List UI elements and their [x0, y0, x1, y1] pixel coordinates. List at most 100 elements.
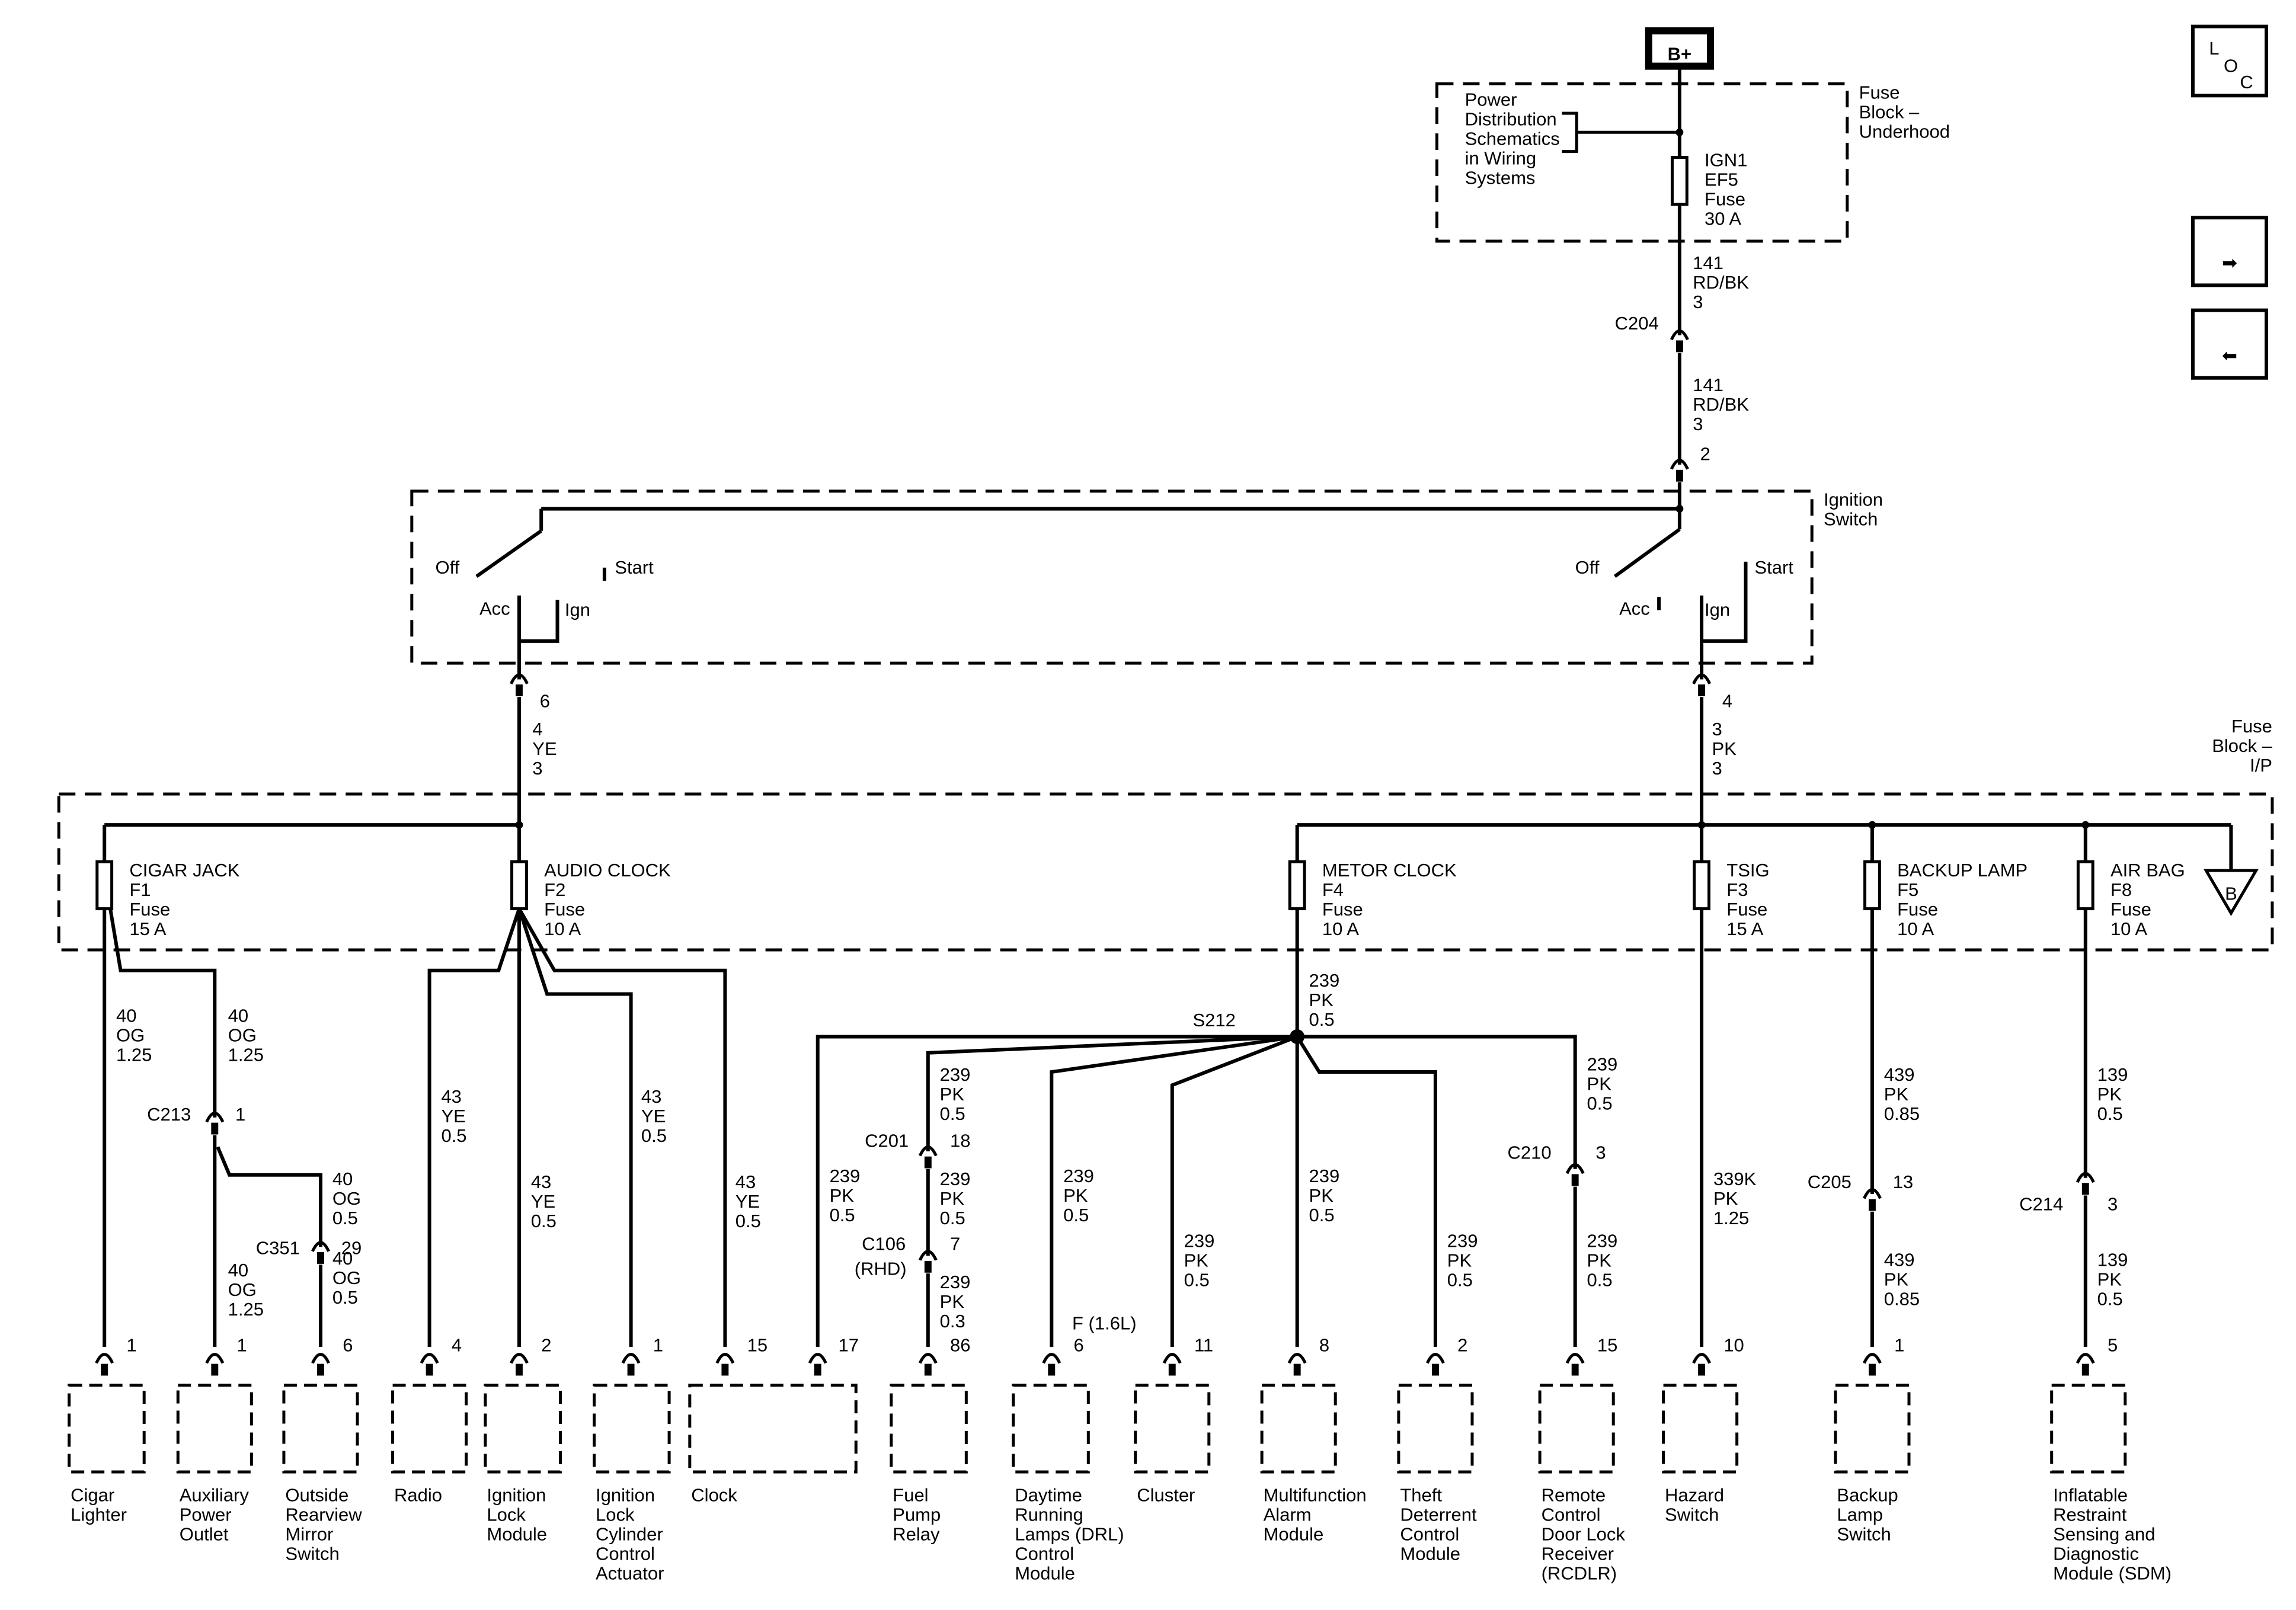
component-box-2 [176, 1384, 253, 1474]
circuit-40-og-mirror [216, 1146, 322, 1247]
c210-label: C210 [1508, 1142, 1552, 1163]
fuse-label-5-line: 10 A [1897, 918, 1934, 939]
wire-s212-theft-label-line: PK [1447, 1250, 1472, 1270]
c205-label: C205 [1808, 1172, 1851, 1192]
wire-c205-backup-label-line: PK [1884, 1269, 1909, 1290]
component-name-12-line: Module [1400, 1544, 1460, 1564]
connector-cup [1670, 459, 1689, 470]
wire-f2-actuator-label-line: 0.5 [641, 1125, 667, 1146]
clock-pin-17-label: 17 [838, 1334, 858, 1355]
wire-f4-splice-label-line: PK [1309, 990, 1334, 1010]
wire-c351-mirror-label-line: 40 [332, 1248, 353, 1269]
left-switch-acc-label: Acc [479, 598, 510, 619]
component-connector-15 [1863, 1353, 1882, 1376]
c205-connector [1863, 1188, 1882, 1211]
loc-l-glyph: L [2209, 38, 2219, 59]
wire-s212-alarm-label-line: PK [1309, 1185, 1334, 1206]
connector-cup [1162, 1353, 1182, 1364]
power-distribution-note-line: Distribution [1465, 109, 1557, 130]
wire-4-ye-label-line: YE [532, 738, 557, 759]
wire-s212-drl-label-line: 239 [1063, 1166, 1094, 1186]
component-box-5 [484, 1384, 562, 1474]
connector-cup [918, 1250, 938, 1261]
connector-pin [1868, 1199, 1876, 1211]
wire-141-b-label-line: RD/BK [1693, 394, 1749, 415]
wire-f2-lockmod-label-line: YE [531, 1191, 555, 1212]
c351-label: C351 [256, 1238, 300, 1259]
wire-c205-backup-label-line: 0.85 [1884, 1289, 1920, 1310]
component-pin-label-8: 86 [950, 1334, 970, 1355]
wire-f1-c213-label-line: 40 [228, 1006, 248, 1026]
wire-c201-c106-label-line: 0.5 [940, 1208, 965, 1228]
connector-pin [317, 1363, 324, 1376]
component-name-13-line: Receiver [1542, 1544, 1614, 1564]
component-name-10-line: Cluster [1137, 1485, 1195, 1506]
wire-f2-clock-label-line: 0.5 [736, 1211, 761, 1231]
component-name-16-line: Sensing and [2053, 1524, 2155, 1545]
fuse-label-6-line: AIR BAG [2110, 860, 2185, 881]
wire-3-pk-label-line: PK [1712, 738, 1737, 759]
connector-pin [211, 1122, 219, 1135]
c213-label: C213 [147, 1104, 191, 1125]
wire-network [57, 24, 2274, 1474]
wire-s212-c210-label-line: PK [1587, 1074, 1612, 1094]
right-switch-start-label: Start [1754, 557, 1793, 578]
connector-cup [205, 1353, 225, 1364]
connector-pin [627, 1363, 635, 1376]
connector-cup [311, 1241, 330, 1252]
fuse-label-3-line: 10 A [1322, 918, 1359, 939]
component-name-3-line: Switch [285, 1544, 339, 1564]
power-distribution-note-line: Power [1465, 89, 1517, 110]
fuse-label-6-line: Fuse [2110, 899, 2151, 920]
wire-f5-c205-label-line: PK [1884, 1084, 1909, 1105]
wire-141-b-label-line: 141 [1693, 375, 1723, 395]
component-name-6-line: Ignition [596, 1485, 655, 1506]
fuse-block-underhood-name-line: Block – [1859, 101, 1920, 122]
ign1-ef5-fuse-label-line: 30 A [1705, 208, 1741, 229]
wire-s212-c201-label-line: PK [940, 1084, 965, 1105]
component-name-16-line: Diagnostic [2053, 1544, 2139, 1564]
connector-pin [2081, 1183, 2089, 1195]
wire-s212-clock-label-line: 0.5 [830, 1205, 855, 1225]
arrow-left-icon: ⬅ [2222, 345, 2237, 366]
fuse-label-3-line: METOR CLOCK [1322, 860, 1457, 881]
wire-141-a-label-line: RD/BK [1693, 272, 1749, 293]
fuse-label-4-line: 15 A [1726, 918, 1763, 939]
connector-cup [715, 1353, 735, 1364]
component-pin-label-6: 1 [653, 1334, 663, 1355]
fuse-label-5-line: Fuse [1897, 899, 1938, 920]
junction-dot [2081, 821, 2090, 829]
component-pin-label-3: 6 [343, 1334, 353, 1355]
component-name-1-line: Cigar [71, 1485, 114, 1506]
wire-141-a-label-line: 3 [1693, 292, 1703, 312]
component-name-3-line: Mirror [285, 1524, 333, 1545]
next-page-button [2191, 216, 2268, 287]
component-name-11-line: Module [1264, 1524, 1324, 1545]
connector-cup [205, 1112, 225, 1123]
c210-pin-label: 3 [1595, 1142, 1606, 1163]
wire-f5-c205-label-line: 0.85 [1884, 1103, 1920, 1124]
connector-pin [1293, 1363, 1301, 1376]
component-connector-5 [510, 1353, 529, 1376]
component-name-8-line: Fuel [893, 1485, 928, 1506]
component-connector-11 [1287, 1353, 1307, 1376]
component-name-9-line: Module [1015, 1563, 1075, 1584]
connector-cup [918, 1353, 938, 1364]
fuse-symbol-1 [95, 860, 114, 911]
component-name-2-line: Auxiliary [180, 1485, 250, 1506]
ignition-switch-outline [410, 489, 1814, 665]
component-name-7: Clock [691, 1485, 737, 1506]
left-switch-start-label: Start [615, 557, 654, 578]
